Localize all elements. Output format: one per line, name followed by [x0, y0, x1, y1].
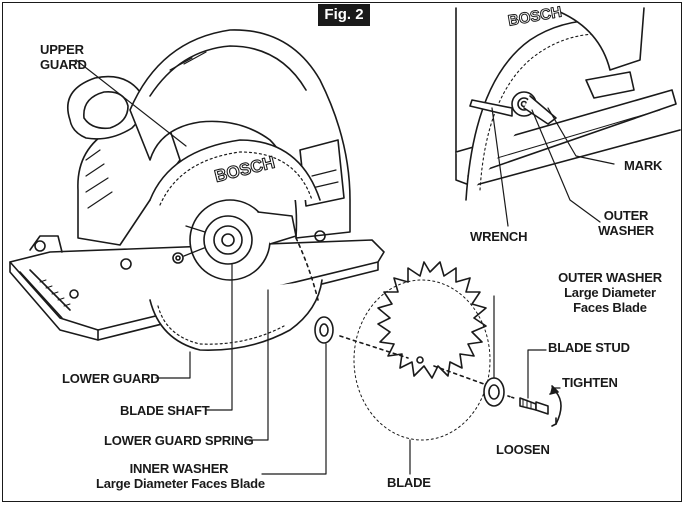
brand-logo-inset: BOSCH [507, 4, 563, 30]
label-tighten: TIGHTEN [562, 375, 618, 390]
label-blade-stud: BLADE STUD [548, 340, 630, 355]
saw-arbor [183, 199, 326, 301]
exploded-blade-stud [507, 385, 562, 427]
label-mark: MARK [624, 158, 663, 173]
label-wrench: WRENCH [470, 229, 528, 244]
label-loosen: LOOSEN [496, 442, 550, 457]
leader-lines [75, 59, 615, 475]
label-outer-washer: OUTER WASHER Large Diameter Faces Blade [558, 270, 662, 315]
label-blade-shaft: BLADE SHAFT [120, 403, 210, 418]
label-outer-washer-inset: OUTER WASHER [598, 208, 654, 238]
figure-frame [2, 2, 682, 502]
label-lower-guard: LOWER GUARD [62, 371, 160, 386]
saw-motor-housing [29, 75, 184, 299]
label-inner-washer: INNER WASHER Large Diameter Faces Blade [96, 461, 265, 491]
label-blade: BLADE [387, 475, 431, 490]
label-lower-guard-spring: LOWER GUARD SPRING [104, 433, 254, 448]
saw-base-plate [9, 239, 385, 341]
exploded-blade [339, 261, 491, 441]
exploded-outer-washer [483, 377, 505, 407]
saw-blade-main: BOSCH [149, 139, 323, 351]
figure-number: Fig. 2 [318, 4, 370, 26]
label-upper-guard: UPPER GUARD [40, 42, 87, 72]
exploded-inner-washer [314, 316, 334, 344]
